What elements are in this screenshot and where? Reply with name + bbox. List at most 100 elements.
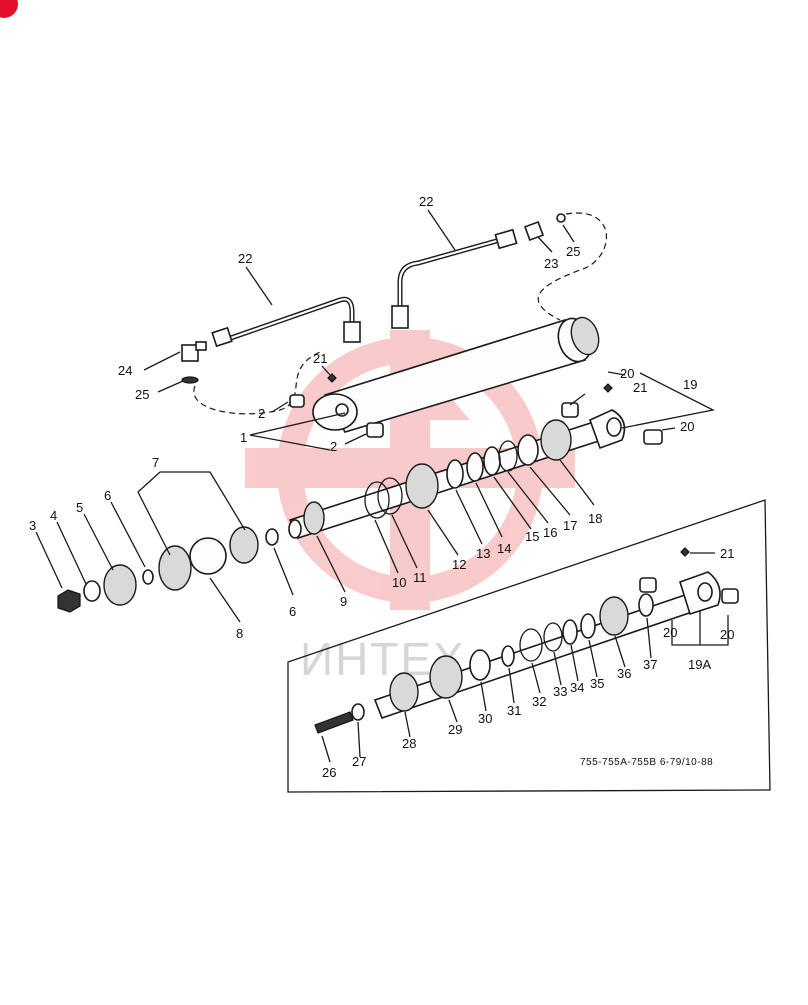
callout-22-left: 22 [238, 251, 252, 266]
rod-end-9 [303, 501, 325, 535]
callout-20-inset-left: 20 [663, 625, 677, 640]
gland-29 [429, 655, 463, 699]
callout-21-barrel: 21 [313, 351, 327, 366]
locknut-3 [57, 589, 81, 613]
callout-1: 1 [240, 430, 247, 445]
callout-12: 12 [452, 557, 466, 572]
callout-23: 23 [544, 256, 558, 271]
callout-17: 17 [563, 518, 577, 533]
callout-34: 34 [570, 680, 584, 695]
o-ring-10 [364, 481, 390, 519]
piston-18 [540, 419, 572, 461]
ring-35 [580, 613, 596, 639]
fitting-elbow-24 [181, 341, 207, 362]
o-ring-6-right [265, 528, 279, 546]
callout-2-upper: 2 [258, 406, 265, 421]
callout-28: 28 [402, 736, 416, 751]
callout-31: 31 [507, 703, 521, 718]
bushing-2-upper [289, 394, 305, 408]
callout-35: 35 [590, 676, 604, 691]
assembly-path-top [537, 212, 608, 321]
spacer-5 [103, 564, 137, 606]
head-7-right [229, 526, 259, 564]
piston-28 [389, 672, 419, 712]
hydraulic-hose-right [391, 228, 518, 329]
bushing-20-right [643, 429, 663, 445]
callout-3: 3 [29, 518, 36, 533]
callout-7: 7 [152, 455, 159, 470]
callout-2-lower: 2 [330, 439, 337, 454]
gland-12 [405, 463, 439, 509]
callout-4: 4 [50, 508, 57, 523]
grease-fitting-21-barrel [327, 373, 337, 383]
hydraulic-hose-left [211, 296, 361, 348]
bushing-20-inset-left [639, 577, 657, 593]
callout-14: 14 [497, 541, 511, 556]
head-7 [158, 545, 192, 591]
callout-6-left: 6 [104, 488, 111, 503]
o-ring-6-left [142, 569, 154, 585]
callout-30: 30 [478, 711, 492, 726]
callout-13: 13 [476, 546, 490, 561]
o-ring-25-top [556, 213, 566, 223]
callout-9: 9 [340, 594, 347, 609]
callout-36: 36 [617, 666, 631, 681]
callout-6-right: 6 [289, 604, 296, 619]
ring-33 [543, 622, 563, 652]
o-ring-25-left [181, 376, 199, 384]
washer-4 [83, 580, 101, 602]
seal-13 [446, 459, 464, 489]
inset-frame [287, 499, 771, 793]
piston-36 [599, 596, 629, 636]
leader-lines [35, 209, 729, 763]
cylinder-barrel [312, 316, 600, 433]
ring-37 [638, 593, 654, 617]
backup-ring-14 [466, 452, 484, 482]
seal-15 [483, 446, 501, 476]
grease-fitting-21-inset [680, 547, 690, 557]
bushing-20-top [561, 402, 579, 418]
callout-22-right: 22 [419, 194, 433, 209]
callout-20-top: 20 [620, 366, 634, 381]
rod-eye-19 [588, 409, 626, 450]
callout-37: 37 [643, 657, 657, 672]
bushing-20-inset-right [721, 588, 739, 604]
bolt-26 [314, 711, 354, 734]
ring-16 [498, 440, 518, 472]
callout-10: 10 [392, 575, 406, 590]
callout-29: 29 [448, 722, 462, 737]
callout-19a: 19A [688, 657, 711, 672]
washer-8 [189, 537, 227, 575]
callout-25-left: 25 [135, 387, 149, 402]
callout-27: 27 [352, 754, 366, 769]
ring-31 [501, 645, 515, 667]
ring-34 [562, 619, 578, 645]
callout-20-inset-right: 20 [720, 627, 734, 642]
washer-27 [351, 703, 365, 721]
bushing-2-lower [366, 422, 384, 438]
wear-ring-17 [517, 434, 539, 466]
callout-15: 15 [525, 529, 539, 544]
callout-25-top: 25 [566, 244, 580, 259]
grease-fitting-21-rod [603, 383, 613, 393]
corner-badge [0, 0, 18, 18]
callouts: 22 22 23 25 24 25 21 2 1 2 20 21 19 20 7… [29, 194, 734, 780]
callout-21-inset: 21 [720, 546, 734, 561]
callout-33: 33 [553, 684, 567, 699]
callout-8: 8 [236, 626, 243, 641]
callout-18: 18 [588, 511, 602, 526]
callout-19: 19 [683, 377, 697, 392]
fitting-elbow-23 [524, 221, 544, 241]
callout-21-rod: 21 [633, 380, 647, 395]
callout-11: 11 [413, 570, 427, 585]
callout-32: 32 [532, 694, 546, 709]
ring-32 [519, 628, 543, 662]
callout-16: 16 [543, 525, 557, 540]
callout-26: 26 [322, 765, 336, 780]
seal-30 [469, 649, 491, 681]
callout-24: 24 [118, 363, 132, 378]
callout-5: 5 [76, 500, 83, 515]
assembly-path-left [193, 351, 321, 415]
